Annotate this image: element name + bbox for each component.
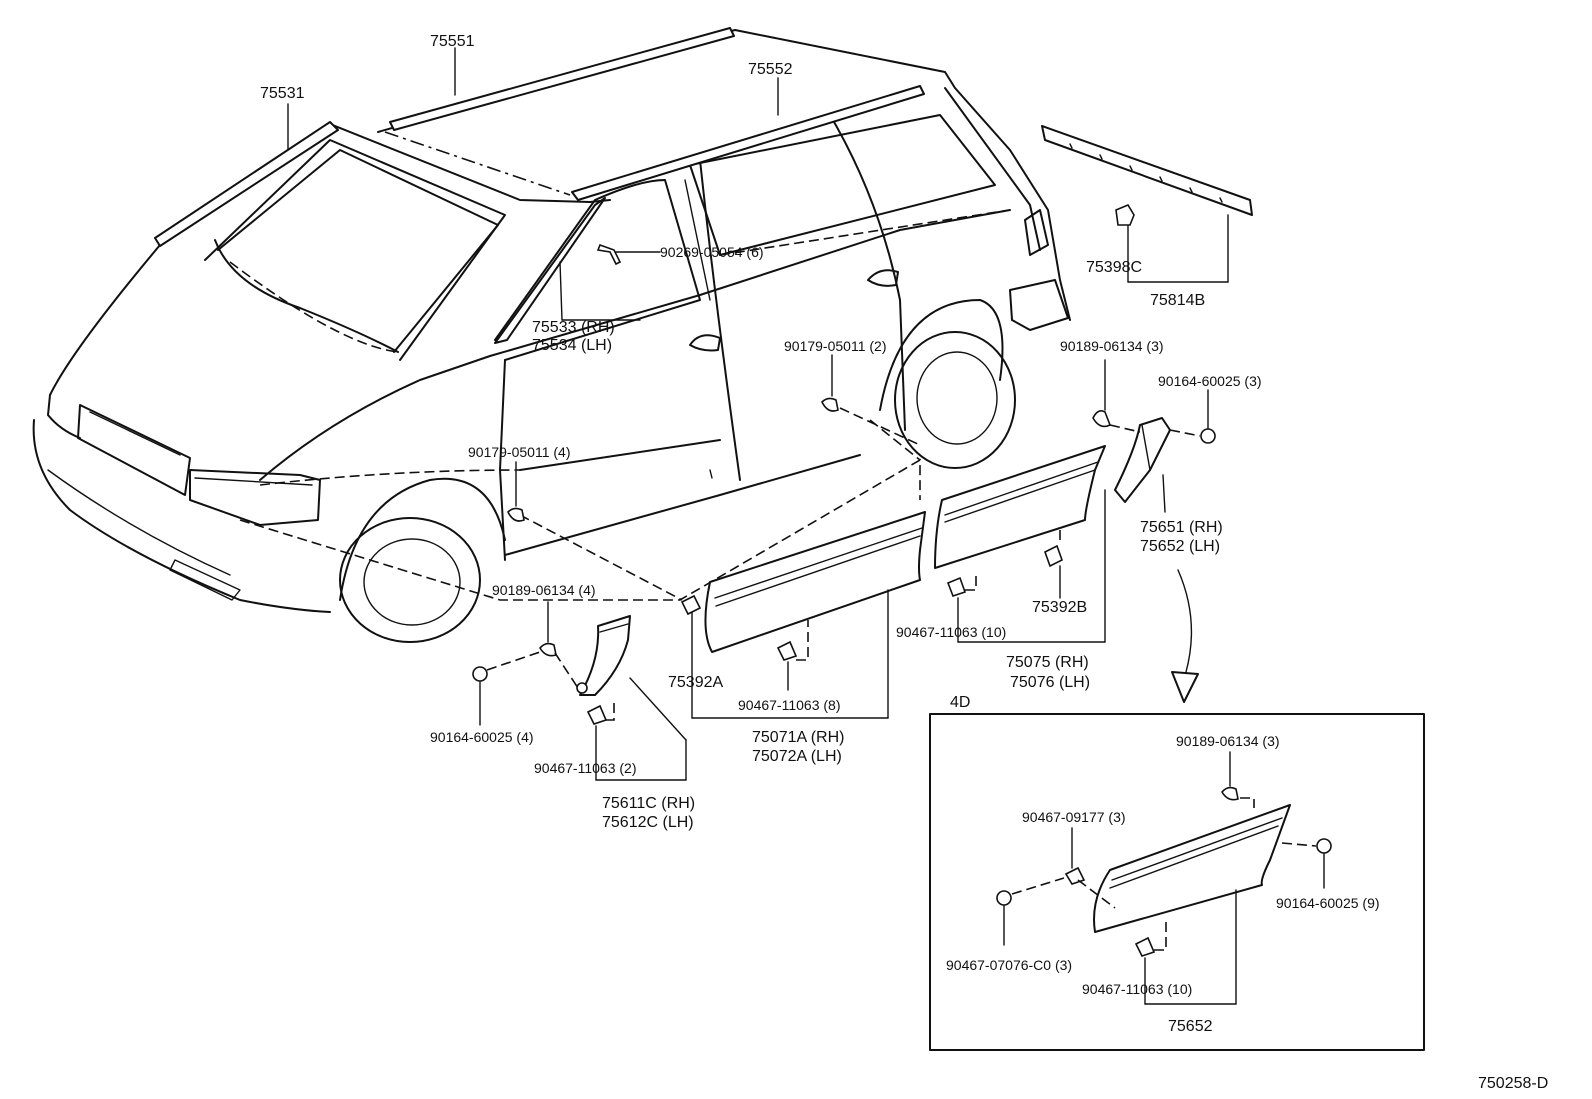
label-75552: 75552 [748,61,793,78]
label-75652: 75652 [1168,1018,1213,1035]
inset-clip-90467-11063-icon [1134,920,1167,1005]
label-90164-3: 90164-60025 (3) [1158,373,1262,389]
label-75814b: 75814B [1150,292,1205,309]
nut-90189-rear-icon [1092,359,1141,433]
clip-75392a-icon [519,514,702,616]
nut-90179-front-icon [507,461,525,522]
label-75611c: 75611C (RH) [602,795,695,812]
label-90164-9: 90164-60025 (9) [1276,895,1380,911]
drawing-number: 750258-D [1478,1075,1548,1092]
roof-drip-molding-75552 [571,77,925,201]
label-75533: 75533 (RH) [532,319,615,336]
front-door-molding-75071a [691,511,926,719]
label-90189-4: 90189-06134 (4) [492,582,596,598]
inset-nut-90189-icon [1221,751,1255,808]
inset-4d-frame [929,713,1425,1051]
inset-clip-90467-09177-icon [1064,827,1116,909]
label-90179-4: 90179-05011 (4) [468,444,570,460]
inset-molding-75652 [1093,804,1291,1005]
label-75551: 75551 [430,33,475,50]
inset-clip-90467-07076-icon [996,877,1065,946]
label-90189-3-inset: 90189-06134 (3) [1176,733,1280,749]
clip-75398c-icon [1115,203,1135,283]
label-90269: 90269-05054 (6) [660,244,764,260]
roof-drip-molding-75551 [389,27,735,131]
label-75531: 75531 [260,85,305,102]
nut-90179-rear-icon [821,354,921,446]
screw-90164-front-icon [472,651,541,726]
label-90467-10-rear: 90467-11063 (10) [896,624,1006,640]
slide-door-molding-75075 [934,445,1106,643]
label-75651: 75651 (RH) [1140,519,1223,536]
label-75652-lh: 75652 (LH) [1140,538,1220,555]
nut-90189-front-icon [539,601,579,689]
inset-screw-90164-icon [1281,838,1332,889]
vehicle-outline [32,29,1071,643]
label-75612c: 75612C (LH) [602,814,694,831]
label-75398c: 75398C [1086,259,1142,276]
label-90467-8: 90467-11063 (8) [738,697,840,713]
label-90189-3-rear: 90189-06134 (3) [1060,338,1164,354]
clip-90467-front-icon [776,620,809,691]
label-75534: 75534 (LH) [532,337,612,354]
windshield-molding-75531 [154,103,339,247]
label-75076: 75076 (LH) [1010,674,1090,691]
door-frame-molding-75533 [494,197,641,344]
screw-90269-icon [596,243,661,266]
clip-90467-mudguard-icon [586,700,615,781]
label-90467-09177: 90467-09177 (3) [1022,809,1126,825]
label-75392b: 75392B [1032,599,1087,616]
front-mudguard-75611c [576,615,687,781]
label-75392a: 75392A [668,674,723,691]
arrow-down-icon [1171,569,1199,703]
inset-title: 4D [950,694,970,711]
label-90467-07076: 90467-07076-C0 (3) [946,957,1072,973]
label-90467-10-inset: 90467-11063 (10) [1082,981,1192,997]
label-90164-4: 90164-60025 (4) [430,729,534,745]
label-90179-2: 90179-05011 (2) [784,338,886,354]
label-75075: 75075 (RH) [1006,654,1089,671]
label-75071a: 75071A (RH) [752,729,845,746]
back-door-garnish-75814b [1041,125,1253,283]
rear-quarter-molding-75651 [1114,417,1171,513]
label-75072a: 75072A (LH) [752,748,842,765]
clip-90467-rear-icon [946,575,977,643]
label-90467-2: 90467-11063 (2) [534,760,636,776]
clip-75392b-icon [1044,530,1063,599]
screw-90164-rear-icon [1169,389,1216,444]
